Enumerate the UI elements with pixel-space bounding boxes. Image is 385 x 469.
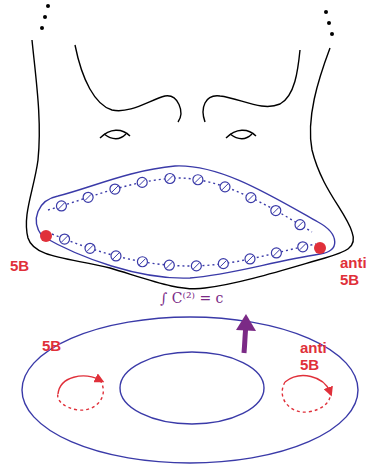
brane-band xyxy=(36,166,334,278)
brane-ring xyxy=(137,177,147,187)
meridian-loops xyxy=(58,376,331,413)
brane-ring xyxy=(271,248,281,258)
antibrane-label: anti 5B xyxy=(340,255,382,288)
brane-ring xyxy=(246,193,256,203)
brane-ring xyxy=(111,251,121,261)
brane-ring xyxy=(245,254,255,264)
surface-outline xyxy=(26,40,353,289)
brane-ring xyxy=(191,261,201,271)
brane-ring xyxy=(271,206,281,216)
anti-5b-dot xyxy=(314,242,326,254)
brane-ring xyxy=(295,220,305,230)
brane-ring xyxy=(164,260,174,270)
brane-ring xyxy=(85,243,95,253)
brane-label: 5B xyxy=(42,338,82,355)
brane-label: 5B xyxy=(10,258,50,275)
cycle-arrow xyxy=(236,314,256,353)
brane-ring xyxy=(83,192,93,202)
brane-ring xyxy=(110,184,120,194)
brane-ring xyxy=(193,175,203,185)
ellipsis-dots xyxy=(40,4,334,36)
antibrane-label: anti 5B xyxy=(300,340,342,373)
integral-label: ∫ C⁽²⁾ = c xyxy=(160,291,280,306)
brane-ring xyxy=(220,182,230,192)
torus xyxy=(22,317,358,463)
brane-ring xyxy=(137,257,147,267)
brane-circles xyxy=(56,173,307,270)
brane-ring xyxy=(165,173,175,183)
brane-ring xyxy=(298,242,308,252)
brane-ring xyxy=(56,201,66,211)
brane-ring xyxy=(60,234,70,244)
brane-ring xyxy=(218,259,228,269)
5b-dot xyxy=(40,230,52,242)
